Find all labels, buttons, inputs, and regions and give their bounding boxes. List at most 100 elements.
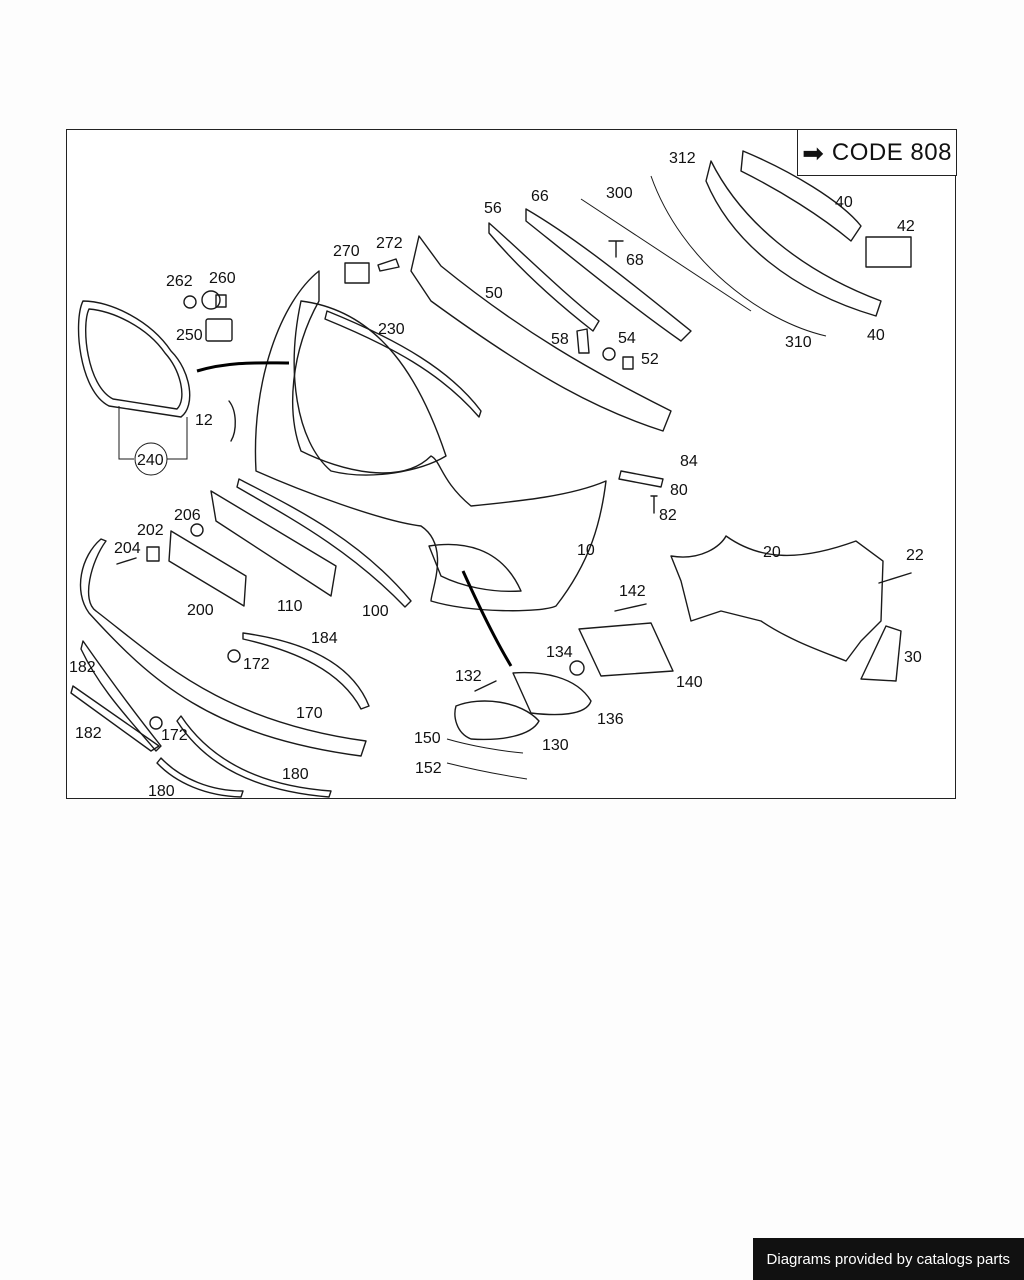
trim-152-part <box>446 762 528 780</box>
callout-312: 312 <box>669 150 696 167</box>
code-label: CODE 808 <box>831 138 952 166</box>
bracket-58-part <box>576 328 590 354</box>
clip-52-part <box>622 356 634 370</box>
screw-68-part <box>608 240 624 258</box>
callout-134: 134 <box>546 644 573 661</box>
fog-lamp-housing-part <box>578 622 674 677</box>
callout-110: 110 <box>277 598 303 615</box>
callout-136: 136 <box>597 711 624 728</box>
fog-lamp-grille-part <box>512 671 592 716</box>
callout-140: 140 <box>676 674 703 691</box>
callout-22: 22 <box>906 547 924 564</box>
bolt-82-part <box>650 495 658 514</box>
callout-172-upper: 172 <box>243 656 270 673</box>
callout-68: 68 <box>626 252 644 269</box>
code-badge: ➡ CODE 808 <box>797 129 957 176</box>
callout-54: 54 <box>618 330 636 347</box>
callout-260: 260 <box>209 270 236 287</box>
callout-142: 142 <box>619 583 646 600</box>
rivet-142-part <box>614 603 647 612</box>
bumper-cover-part <box>254 270 607 612</box>
bracket-84-part <box>618 470 664 488</box>
callout-272: 272 <box>376 235 403 252</box>
nut-270-part <box>344 262 370 284</box>
impact-absorber-lower-part <box>705 160 882 317</box>
trim-180-upper-part <box>176 715 332 798</box>
upper-carrier-part <box>410 235 672 432</box>
arrow-right-icon: ➡ <box>802 137 824 168</box>
bracket-42-part <box>865 236 912 268</box>
callout-40-lower: 40 <box>867 327 885 344</box>
callout-262: 262 <box>166 273 193 290</box>
front-spoiler-lip-part <box>79 538 367 757</box>
trim-182-upper-part <box>80 640 162 752</box>
sensor-cable-part <box>650 175 827 337</box>
callout-42: 42 <box>897 218 915 235</box>
fog-lamp-sensor-part <box>569 660 585 676</box>
callout-82: 82 <box>659 507 677 524</box>
callout-20: 20 <box>763 544 781 561</box>
fog-lamp-mesh-part <box>454 700 540 741</box>
clip-172-lower-part <box>149 716 163 730</box>
callout-170: 170 <box>296 705 323 722</box>
callout-66: 66 <box>531 188 549 205</box>
chrome-strip-part <box>324 310 482 418</box>
callout-182-lower: 182 <box>75 725 102 742</box>
trim-150-part <box>446 738 524 754</box>
grille-insert-part <box>488 222 600 332</box>
callout-40-upper: 40 <box>835 194 853 211</box>
callout-152: 152 <box>415 760 442 777</box>
clip-206-part <box>190 523 204 537</box>
callout-labels: 312 300 66 56 40 42 270 272 68 262 260 5… <box>69 150 924 800</box>
callout-204: 204 <box>114 540 141 557</box>
callout-180-right: 180 <box>282 766 309 783</box>
screw-204-part <box>116 557 137 565</box>
callout-206: 206 <box>174 507 201 524</box>
callout-132: 132 <box>455 668 482 685</box>
bolt-272-part <box>377 258 400 272</box>
callout-150: 150 <box>414 730 441 747</box>
trim-180-lower-part <box>156 757 244 798</box>
pointer-130 <box>461 570 513 667</box>
impact-absorber-part <box>740 150 862 242</box>
part-12 <box>228 400 236 442</box>
callout-200: 200 <box>187 602 214 619</box>
trim-182-lower-part <box>70 685 160 752</box>
support-bracket-part <box>525 208 692 342</box>
callout-56: 56 <box>484 200 502 217</box>
grille-surround-part <box>77 300 191 476</box>
trim-184-part <box>242 632 370 710</box>
pointer-240 <box>196 361 290 373</box>
bumper-reinforcement-part <box>670 535 884 662</box>
clip-172-upper-part <box>227 649 241 663</box>
callout-80: 80 <box>670 482 688 499</box>
callout-130: 130 <box>542 737 569 754</box>
callout-300: 300 <box>606 185 633 202</box>
parking-sensor-parts <box>183 290 233 342</box>
callout-50: 50 <box>485 285 503 302</box>
wiring-harness-part <box>580 198 752 312</box>
callout-84: 84 <box>680 453 698 470</box>
callout-10: 10 <box>577 542 595 559</box>
callout-172-lower: 172 <box>161 727 188 744</box>
callout-310: 310 <box>785 334 812 351</box>
footer-credit: Diagrams provided by catalogs parts <box>752 1238 1024 1280</box>
side-bracket-part <box>860 625 902 682</box>
screw-132-part <box>474 680 497 692</box>
callout-100: 100 <box>362 603 389 620</box>
clip-54-part <box>602 347 616 361</box>
callout-182-upper: 182 <box>69 659 96 676</box>
license-plate-bracket-part <box>168 530 247 607</box>
screw-22-part <box>878 572 912 584</box>
clip-202-part <box>146 546 160 562</box>
callout-270: 270 <box>333 243 360 260</box>
callout-184: 184 <box>311 630 338 647</box>
lower-grille-part <box>210 490 337 597</box>
parts-diagram-frame: 312 300 66 56 40 42 270 272 68 262 260 5… <box>66 129 956 800</box>
lower-spoiler-part <box>236 478 412 608</box>
callout-230: 230 <box>378 321 405 338</box>
callout-250: 250 <box>176 327 203 344</box>
callout-180-left: 180 <box>148 783 175 800</box>
callout-58: 58 <box>551 331 569 348</box>
callout-240: 240 <box>137 452 164 469</box>
